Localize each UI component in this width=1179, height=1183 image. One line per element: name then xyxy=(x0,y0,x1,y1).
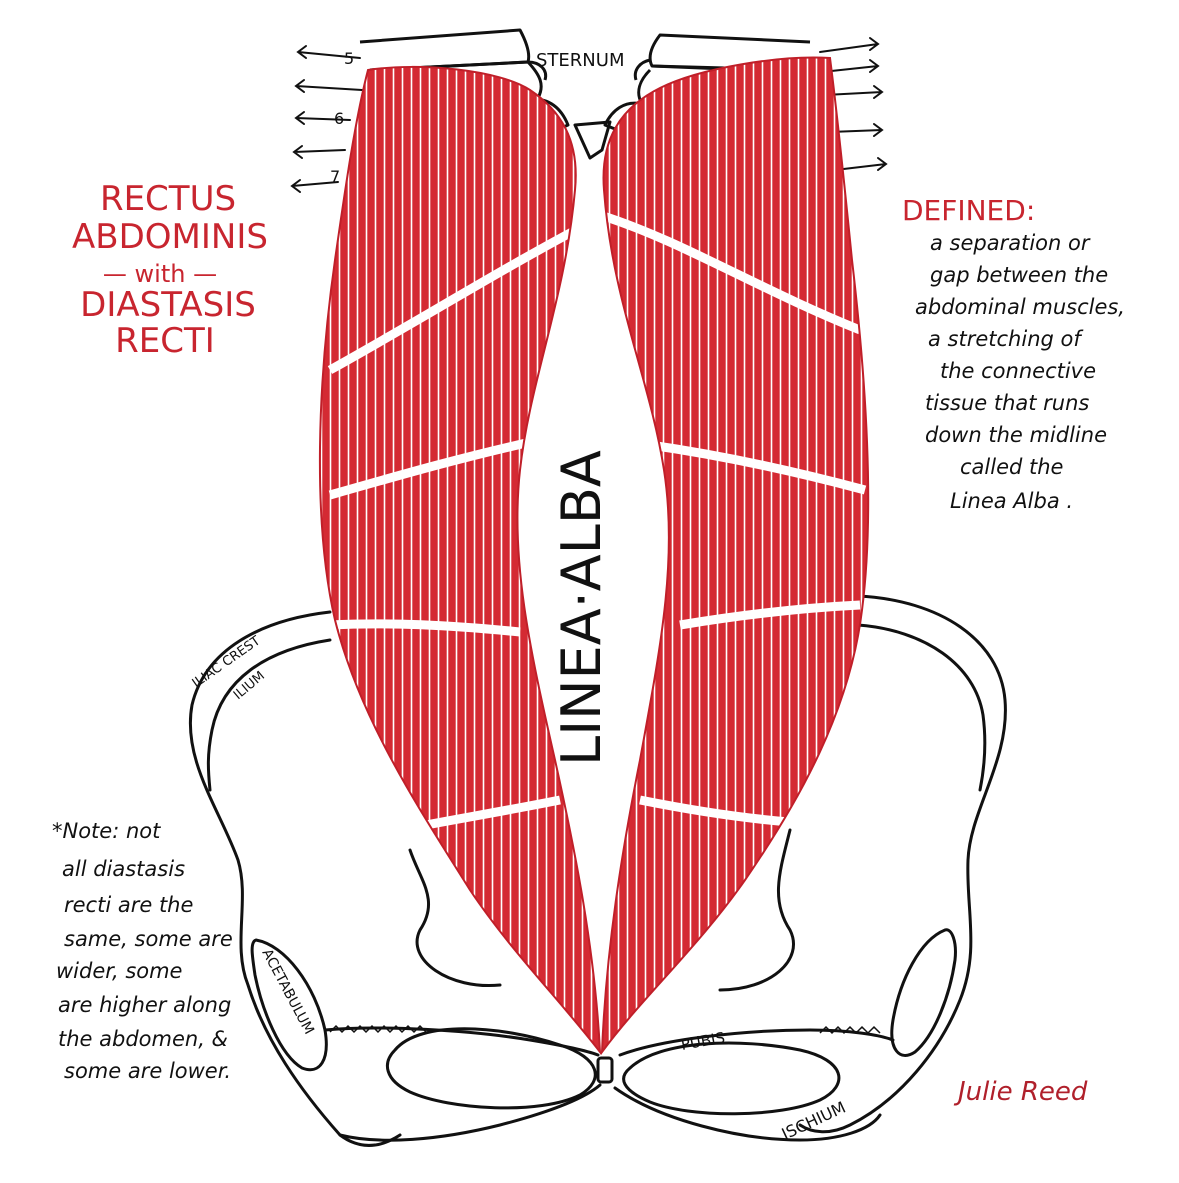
left-ilium-outline xyxy=(188,610,402,1147)
right-ilium-inner xyxy=(718,828,795,992)
definition-heading: DEFINED: xyxy=(902,194,1035,227)
label-sternum: STERNUM xyxy=(536,50,624,71)
pubic-symphysis xyxy=(596,1056,614,1084)
note-line-7: the abdomen, & xyxy=(58,1027,228,1051)
note-line-4: same, some are xyxy=(64,927,233,951)
right-tendinous-intersection-2 xyxy=(649,440,867,495)
label-pubis: PUBIS xyxy=(680,1029,727,1054)
definition-block: DEFINED: a separation or gap between the… xyxy=(902,194,1125,513)
right-rectus-abdominis xyxy=(600,56,870,1056)
left-acetabulum xyxy=(250,938,328,1072)
definition-line-2: gap between the xyxy=(930,263,1108,287)
right-muscle-fibers xyxy=(602,57,869,1053)
note-line-6: are higher along xyxy=(58,993,231,1017)
title-line-3: — with — xyxy=(103,260,217,288)
note-line-2: all diastasis xyxy=(62,857,185,881)
right-tendinous-intersection-1 xyxy=(602,210,862,335)
definition-line-3: abdominal muscles, xyxy=(915,295,1125,319)
label-rib-5: 5 xyxy=(344,49,354,68)
right-rib-5 xyxy=(648,33,811,72)
label-rib-7: 7 xyxy=(330,167,340,186)
note-line-8: some are lower. xyxy=(64,1059,231,1083)
definition-line-5: the connective xyxy=(940,359,1096,383)
note-line-3: recti are the xyxy=(64,893,193,917)
left-tendinous-intersection-1 xyxy=(327,221,588,374)
definition-line-7: down the midline xyxy=(925,423,1107,447)
left-ilium-inner xyxy=(408,848,502,988)
right-tendinous-intersection-4 xyxy=(639,795,791,827)
note-line-1: *Note: not xyxy=(52,819,161,843)
definition-line-8: called the xyxy=(960,455,1063,479)
xiphoid-process xyxy=(573,120,612,160)
title-line-4: DIASTASIS xyxy=(80,285,256,325)
note-block: *Note: not all diastasis recti are the s… xyxy=(52,819,233,1083)
title-block: RECTUS ABDOMINIS — with — DIASTASIS RECT… xyxy=(72,179,268,361)
left-obturator-foramen xyxy=(385,1027,597,1110)
rib-arrows xyxy=(290,37,888,193)
right-costal-step-1 xyxy=(633,58,651,81)
left-iliac-crest xyxy=(206,638,332,792)
right-pubic-ramus xyxy=(618,1028,895,1057)
definition-line-4: a stretching of xyxy=(928,327,1084,351)
left-tendinous-intersection-3 xyxy=(329,619,521,637)
left-muscle-outline xyxy=(318,65,602,1056)
right-iliac-crest xyxy=(856,623,987,792)
label-rib-6: 6 xyxy=(334,109,344,128)
right-ischium xyxy=(613,1086,882,1142)
title-line-1: RECTUS xyxy=(100,179,236,219)
note-line-5: wider, some xyxy=(56,959,182,983)
left-ischium xyxy=(338,1083,602,1142)
right-tendinous-intersection-3 xyxy=(679,600,861,630)
definition-text: a separation or gap between the abdomina… xyxy=(915,231,1125,513)
label-ilium: ILIUM xyxy=(231,669,268,703)
definition-line-1: a separation or xyxy=(930,231,1091,255)
right-obturator-foramen xyxy=(622,1041,841,1116)
right-ilium-outline xyxy=(798,594,1007,1134)
definition-line-6: tissue that runs xyxy=(925,391,1089,415)
right-acetabulum xyxy=(890,928,957,1057)
right-muscle-outline xyxy=(600,56,870,1056)
left-tendinous-intersection-2 xyxy=(328,435,541,500)
left-costal-step-1 xyxy=(527,60,548,81)
artist-signature: Julie Reed xyxy=(953,1077,1088,1107)
title-line-2: ABDOMINIS xyxy=(72,217,268,257)
pubic-texture xyxy=(329,1024,881,1035)
label-linea-alba: LINEA·ALBA xyxy=(550,450,613,766)
definition-line-9: Linea Alba . xyxy=(950,489,1073,513)
title-line-5: RECTI xyxy=(115,321,215,361)
